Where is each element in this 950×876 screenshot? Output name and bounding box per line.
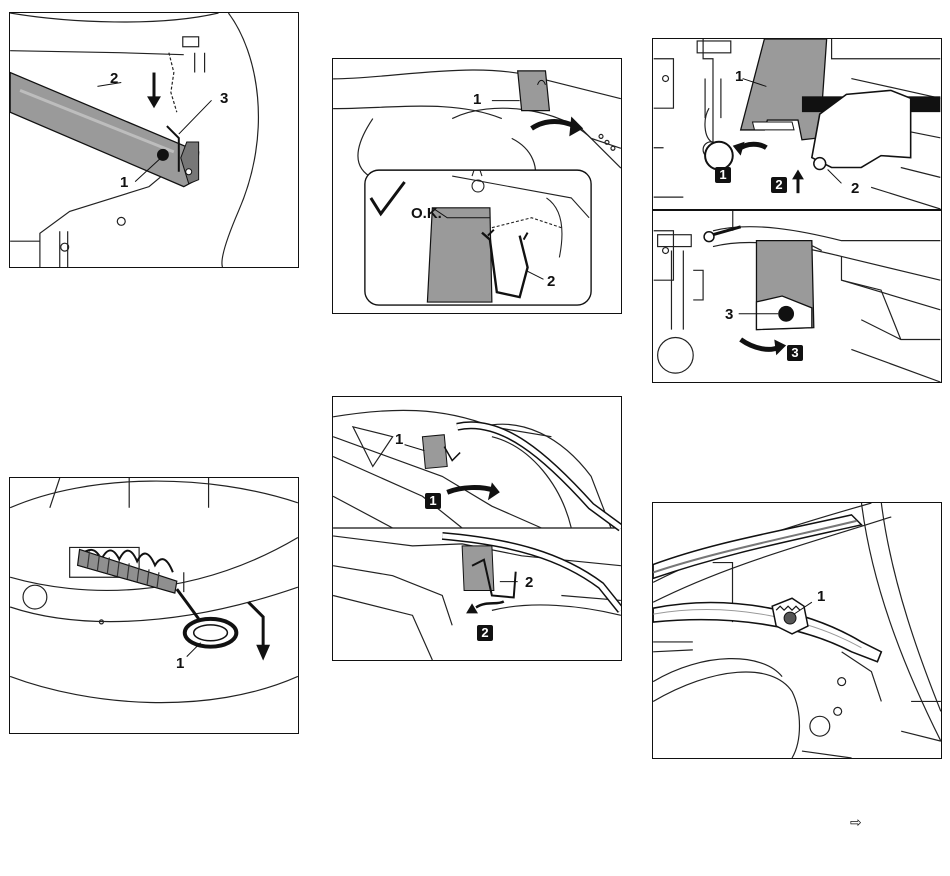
callout-2: 2 — [110, 71, 118, 86]
step-badge-3: 3 — [787, 345, 803, 361]
step-badge-1: 1 — [715, 167, 731, 183]
next-page-arrow-icon: ⇨ — [850, 815, 862, 831]
figure-bracket-ok: 1 O.K. 2 — [332, 58, 622, 314]
callout-3: 3 — [220, 91, 228, 106]
step-badge-2: 2 — [477, 625, 493, 641]
step-badge-1: 1 — [425, 493, 441, 509]
callout-2: 2 — [851, 181, 859, 196]
figure-frame-nut: 1 — [652, 502, 942, 759]
frame-nut-illustration — [653, 503, 941, 758]
callout-1: 1 — [395, 432, 403, 447]
ok-label: O.K. — [411, 205, 442, 222]
spring-hook-illustration — [10, 478, 298, 733]
figure-hook-release: 3 3 — [652, 210, 942, 383]
callout-1: 1 — [735, 69, 743, 84]
figure-spring-hook: 1 — [9, 477, 299, 734]
figure-hook-lever: 1 1 2 2 — [652, 38, 942, 210]
callout-3: 3 — [725, 307, 733, 322]
callout-1: 1 — [817, 589, 825, 604]
callout-2: 2 — [547, 274, 555, 289]
callout-1: 1 — [176, 656, 184, 671]
callout-1: 1 — [120, 175, 128, 190]
figure-bracket-steps: 1 1 2 2 — [332, 396, 622, 661]
step-badge-2: 2 — [771, 177, 787, 193]
callout-1: 1 — [473, 92, 481, 107]
callout-2: 2 — [525, 575, 533, 590]
bracket-steps-illustration — [333, 397, 621, 660]
figure-lever-pin: 2 3 1 — [9, 12, 299, 268]
hook-lever-illustration — [653, 39, 941, 209]
lever-pin-illustration — [10, 13, 298, 267]
